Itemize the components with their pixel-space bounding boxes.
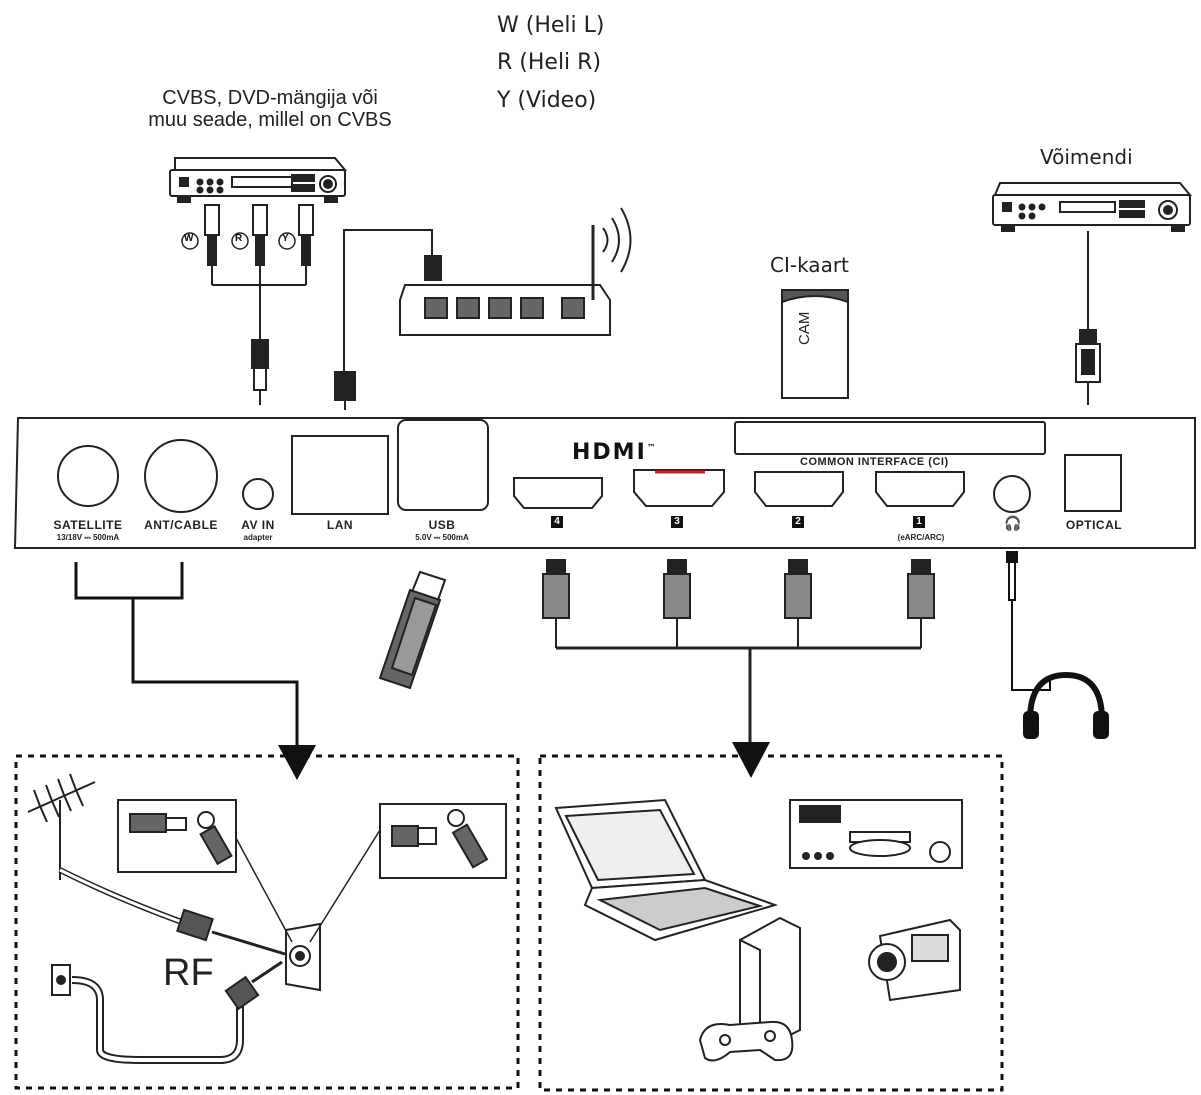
- optical-cable-icon: [1075, 231, 1101, 405]
- coax-plug-icon: [176, 908, 286, 956]
- camcorder-icon: [868, 918, 961, 1002]
- hdmi-cables-icon: [542, 559, 935, 745]
- headphones-icon: [1006, 551, 1109, 739]
- laptop-icon: [554, 798, 779, 942]
- hdmi-logo-text: HDMI: [572, 440, 647, 465]
- video-label: Y (Video): [497, 88, 597, 113]
- cvbs-device-label: CVBS, DVD-mängija või muu seade, millel …: [110, 87, 430, 131]
- lan-port-label: LAN: [326, 518, 354, 532]
- amplifier-icon: [992, 182, 1193, 232]
- dvd-player-icon: [169, 157, 348, 203]
- usb-port-sub: 5.0V ⎓ 500mA: [415, 533, 469, 542]
- back-panel: [13, 417, 1196, 549]
- ant-cable-port-label: ANT/CABLE: [144, 518, 218, 532]
- tv-rf-socket-icon: [117, 799, 507, 992]
- rf-connector-lines: [74, 562, 299, 752]
- hdmi3-badge: 3: [671, 516, 683, 528]
- hdmi1-earc-label: (eARC/ARC): [897, 533, 945, 542]
- av-in-port-sub: adapter: [243, 533, 273, 542]
- rca-marker-y: Y: [282, 233, 289, 244]
- arrow-down-icon: [278, 745, 316, 780]
- usb-stick-icon: [378, 570, 447, 690]
- antenna-icon: [27, 773, 192, 928]
- av-in-port-label: AV IN: [241, 518, 275, 532]
- optical-port-label: OPTICAL: [1065, 518, 1123, 532]
- dvd-player-device-icon: [789, 799, 963, 869]
- audio-left-label: W (Heli L): [497, 13, 605, 38]
- ci-card-label: CI-kaart: [770, 253, 849, 277]
- hdmi2-badge: 2: [792, 516, 804, 528]
- rca-marker-w: W: [184, 233, 194, 244]
- hdmi4-badge: 4: [551, 516, 563, 528]
- lan-cable-icon: [334, 229, 442, 410]
- cvbs-label-line2: muu seade, millel on CVBS: [148, 109, 392, 131]
- satellite-port-sub: 13/18V ⎓ 500mA: [56, 533, 120, 542]
- cam-label: CAM: [796, 311, 813, 345]
- common-interface-label: COMMON INTERFACE (CI): [800, 456, 949, 468]
- ci-card-icon: [781, 289, 849, 399]
- rca-cable-icon: [204, 204, 314, 405]
- router-icon: [399, 207, 632, 336]
- rf-connection-box: [14, 754, 520, 1090]
- hdmi1-badge: 1: [913, 516, 925, 528]
- rca-marker-r: R: [235, 233, 243, 244]
- arrow-down-icon: [732, 742, 770, 778]
- hdmi-trademark: ™: [646, 443, 658, 454]
- hdmi-logo: HDMI™: [572, 440, 658, 465]
- satellite-port-label: SATELLITE: [53, 518, 123, 532]
- cvbs-label-line1: CVBS, DVD-mängija või: [162, 87, 378, 109]
- headphone-port-icon: 🎧: [1004, 515, 1022, 531]
- amplifier-label: Võimendi: [1040, 145, 1133, 169]
- usb-port-label: USB: [428, 518, 456, 532]
- game-console-icon: [698, 916, 801, 1062]
- rf-label: RF: [163, 952, 214, 994]
- audio-right-label: R (Heli R): [497, 50, 602, 75]
- wall-socket-icon: [51, 960, 283, 1064]
- hdmi-devices-box: [538, 754, 1004, 1092]
